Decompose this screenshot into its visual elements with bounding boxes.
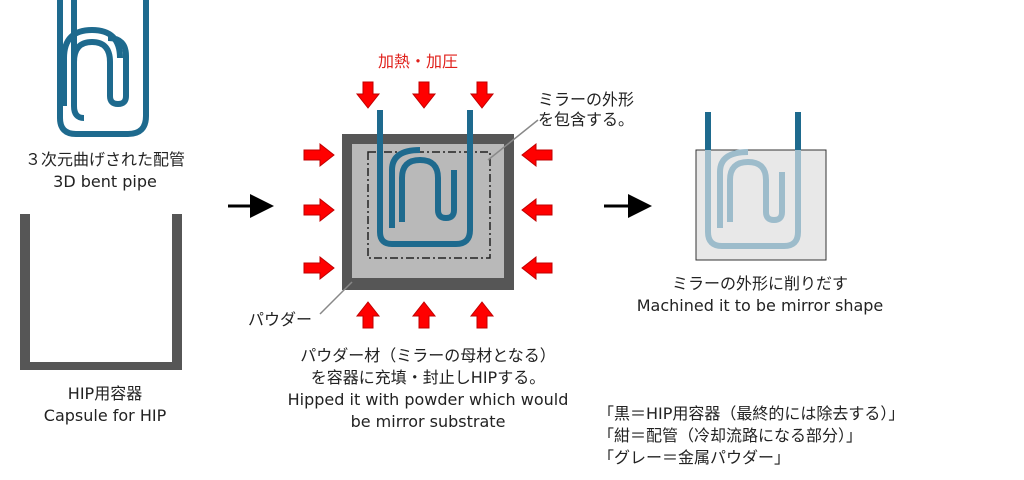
legend-line2: 「紺＝配管（冷却流路になる部分）」 xyxy=(598,426,863,445)
step2-caption-line4: be mirror substrate xyxy=(350,412,506,431)
legend-line1: 「黒＝HIP用容器（最終的には除去する）」 xyxy=(598,404,905,423)
pressure-arrow-left-2 xyxy=(303,197,335,223)
pipe-label-en: 3D bent pipe xyxy=(53,172,157,191)
legend-line3: 「グレー＝金属パウダー」 xyxy=(598,448,791,467)
pressure-arrow-top-2 xyxy=(411,81,437,109)
pipe-label-jp: ３次元曲げされた配管 xyxy=(24,150,185,169)
step3-caption-en: Machined it to be mirror shape xyxy=(636,296,884,315)
hip-assembly-figure xyxy=(342,110,514,290)
capsule-label-jp: HIP用容器 xyxy=(67,384,143,403)
pressure-arrow-bottom-3 xyxy=(469,301,495,329)
pressure-arrow-top-3 xyxy=(469,81,495,109)
hip-capsule-figure xyxy=(20,214,182,370)
pressure-arrow-bottom-2 xyxy=(411,301,437,329)
mirror-note-leader xyxy=(487,119,539,161)
powder-callout-label: パウダー xyxy=(248,310,313,329)
pressure-arrow-bottom-1 xyxy=(355,301,381,329)
pressure-arrows xyxy=(303,81,553,329)
machined-mirror-figure xyxy=(695,112,827,261)
pressure-arrow-right-1 xyxy=(521,142,553,168)
heat-pressure-label: 加熱・加圧 xyxy=(378,52,459,71)
pressure-arrow-right-3 xyxy=(521,255,553,281)
pressure-arrow-left-3 xyxy=(303,255,335,281)
mirror-outline-dashed xyxy=(367,151,491,259)
bent-pipe-figure xyxy=(57,0,149,137)
mirror-note-line1: ミラーの外形 xyxy=(538,90,635,109)
pressure-arrow-left-1 xyxy=(303,142,335,168)
pressure-arrow-top-1 xyxy=(355,81,381,109)
step2-caption-line1: パウダー材（ミラーの母材となる） xyxy=(300,346,556,365)
mirror-note-line2: を包含する。 xyxy=(538,110,635,129)
step3-caption-jp: ミラーの外形に削りだす xyxy=(671,274,848,293)
step2-caption-line3: Hipped it with powder which would xyxy=(287,390,569,409)
powder-callout-leader xyxy=(319,281,353,315)
step2-caption-line2: を容器に充填・封止しHIPする。 xyxy=(310,368,546,387)
capsule-label-en: Capsule for HIP xyxy=(43,406,167,425)
pressure-arrow-right-2 xyxy=(521,197,553,223)
